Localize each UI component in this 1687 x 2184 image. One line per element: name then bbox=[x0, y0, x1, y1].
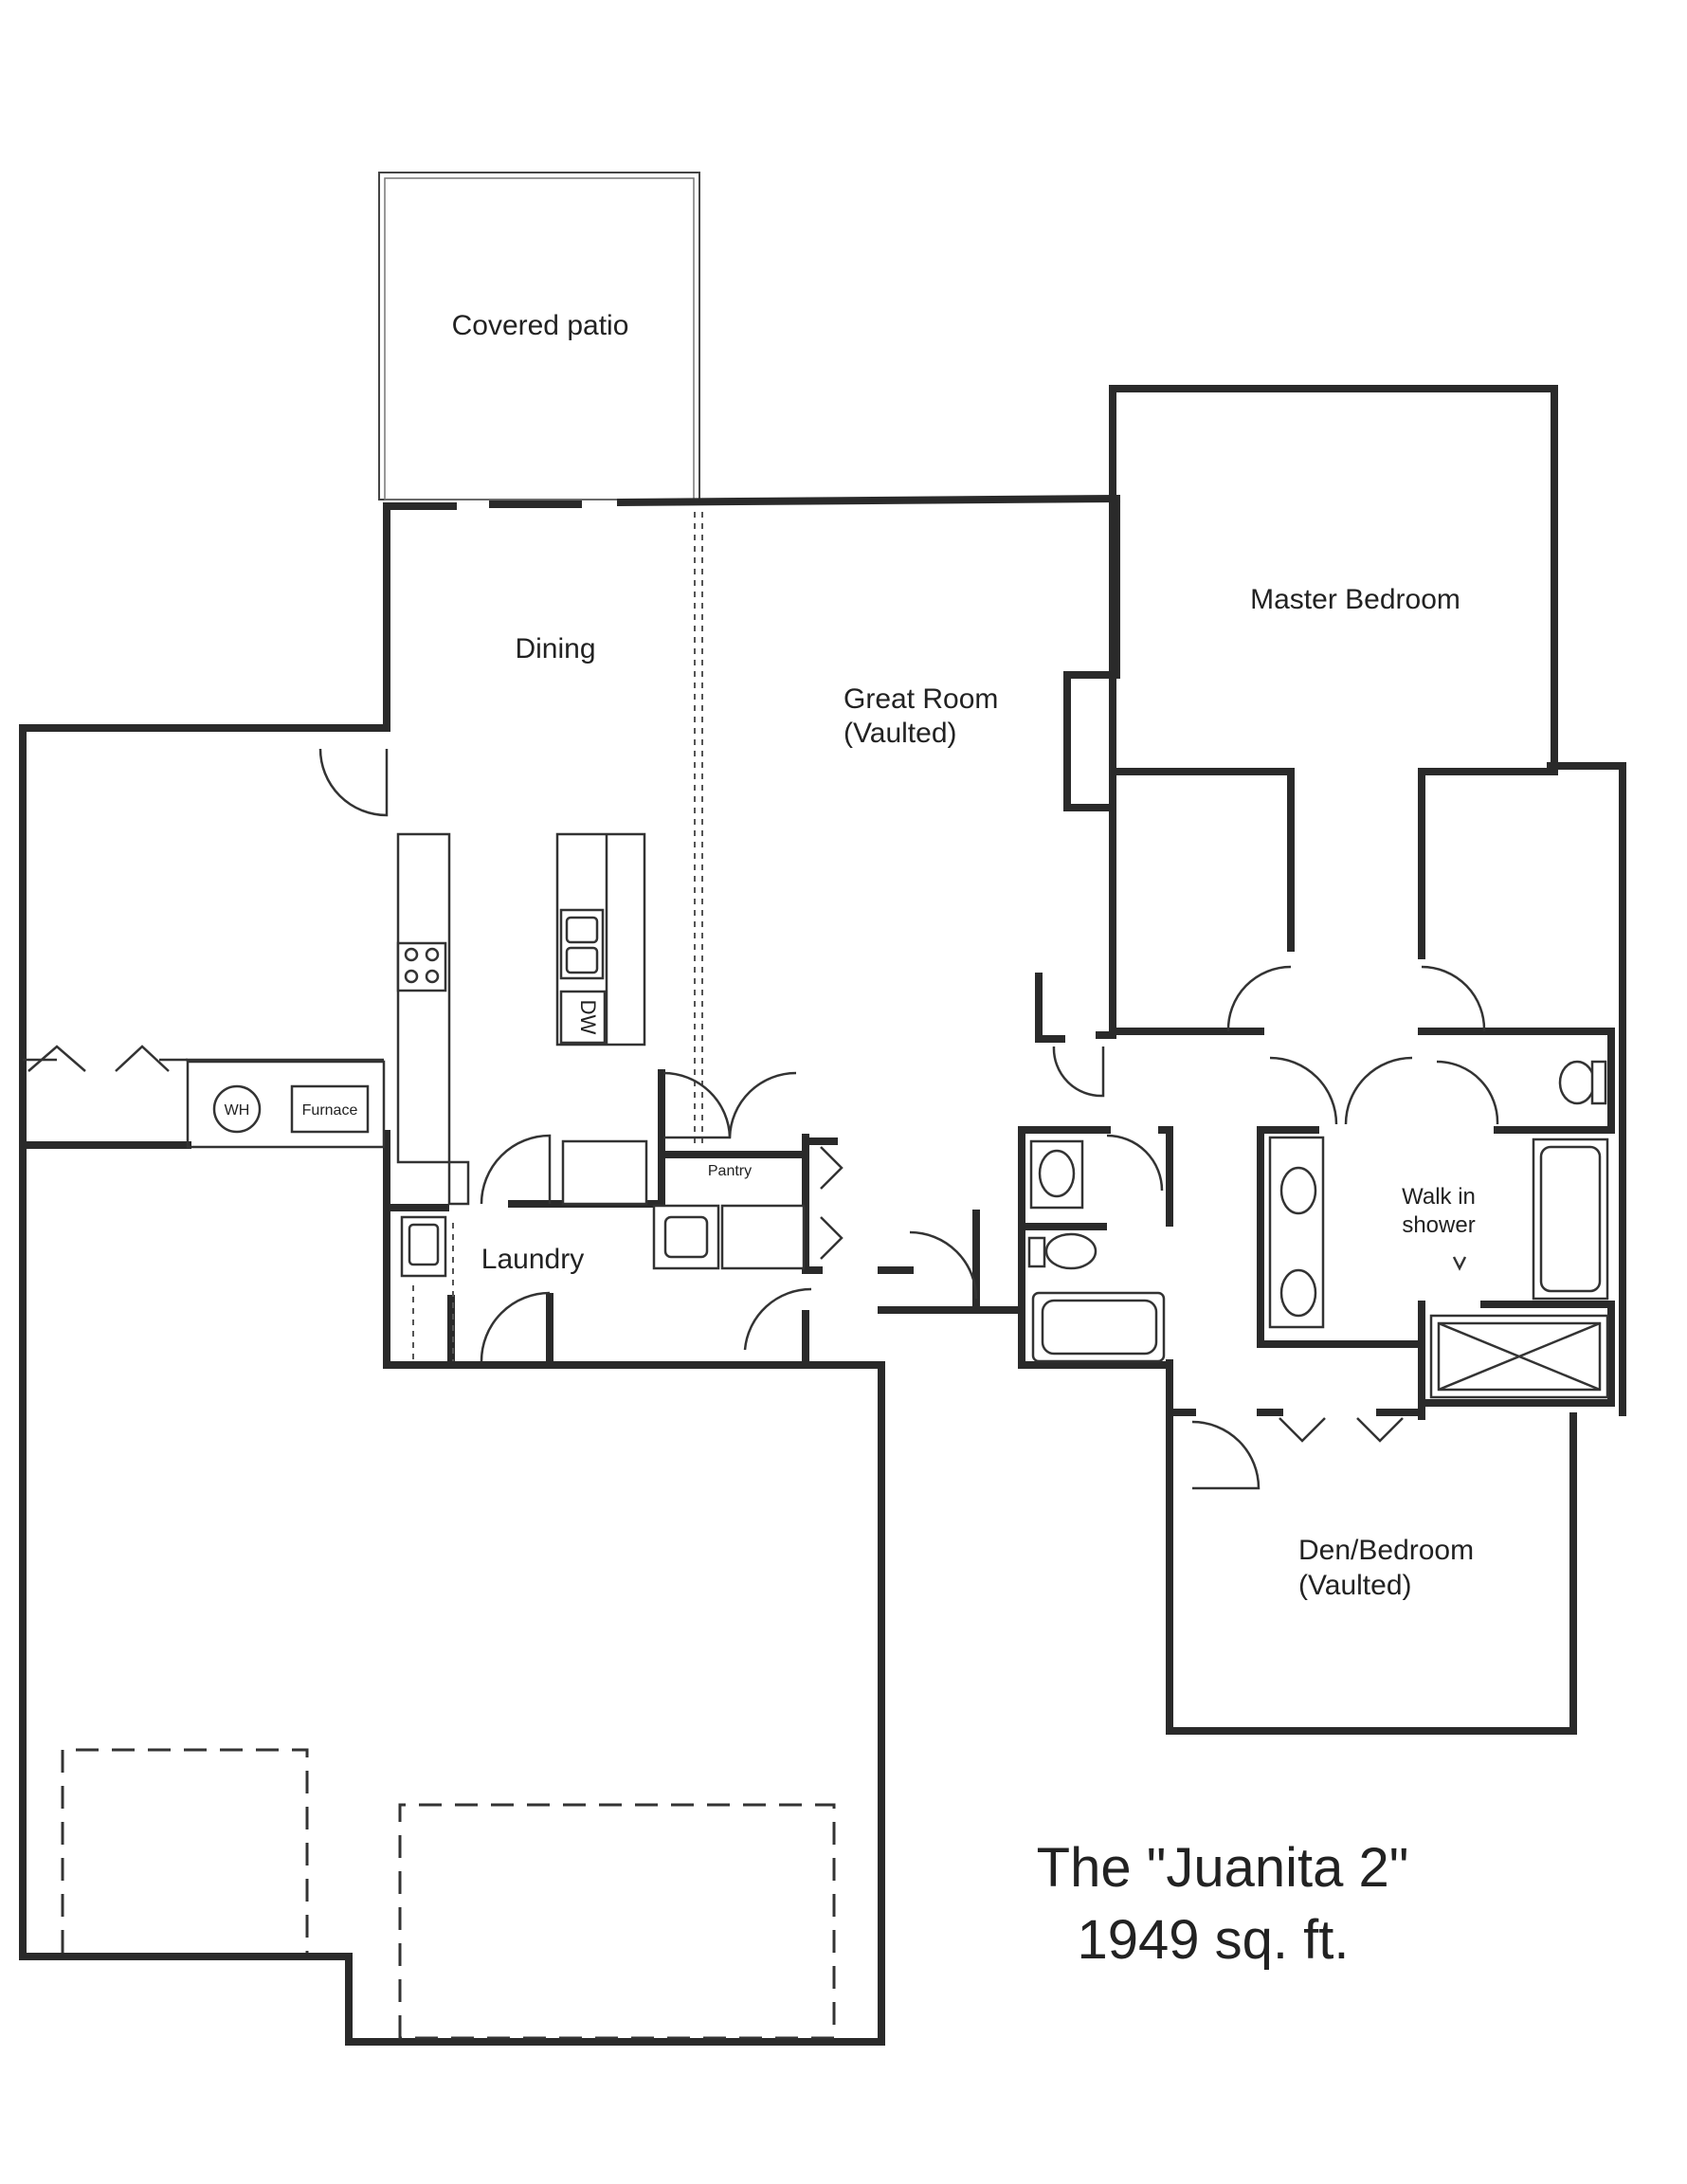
sink-icon bbox=[1279, 1268, 1317, 1318]
interior-walls bbox=[23, 671, 1615, 1420]
bathtub-icon bbox=[1031, 1291, 1166, 1363]
dishwasher bbox=[559, 990, 607, 1045]
label-shower: shower bbox=[1402, 1212, 1475, 1238]
label-great-room: Great Room bbox=[844, 683, 998, 715]
doors bbox=[318, 748, 1499, 1490]
toilet-icon bbox=[1044, 1232, 1097, 1270]
door-swing-icon bbox=[1106, 1134, 1164, 1192]
door-swing-icon bbox=[1279, 1417, 1326, 1443]
room-labels: Covered patio Dining Great Room (Vaulted… bbox=[452, 310, 1476, 1601]
hall-bath bbox=[1027, 1139, 1166, 1363]
label-master-bedroom: Master Bedroom bbox=[1250, 584, 1460, 615]
ceiling-line bbox=[694, 512, 703, 1147]
plan-title: The "Juanita 2" bbox=[1037, 1837, 1409, 1899]
label-den-bedroom: Den/Bedroom bbox=[1298, 1535, 1474, 1566]
door-swing-icon bbox=[1269, 1056, 1338, 1125]
label-laundry: Laundry bbox=[481, 1244, 584, 1275]
kitchen: DW bbox=[396, 832, 806, 1361]
door-swing-icon bbox=[909, 1230, 978, 1300]
label-den-note: (Vaulted) bbox=[1298, 1570, 1412, 1601]
door-swing-icon bbox=[480, 1134, 552, 1205]
door-swing-icon bbox=[1436, 1060, 1499, 1125]
garage-parking bbox=[61, 1748, 836, 2040]
mechanical-room: WH Furnace bbox=[27, 1045, 370, 1134]
door-swing-icon bbox=[820, 1146, 844, 1190]
label-dining: Dining bbox=[515, 633, 595, 664]
toilet-icon bbox=[1558, 1060, 1596, 1105]
exterior-walls bbox=[19, 385, 1626, 2046]
door-swing-icon bbox=[1226, 965, 1292, 1032]
door-swing-icon bbox=[1344, 1056, 1413, 1125]
water-heater bbox=[212, 1084, 262, 1134]
arrow-icon bbox=[1452, 1256, 1467, 1271]
stove-icon bbox=[396, 941, 447, 992]
covered-patio bbox=[378, 172, 700, 500]
water-heater-label: WH bbox=[225, 1102, 250, 1119]
door-swing-icon bbox=[743, 1287, 812, 1351]
sink-icon bbox=[1279, 1166, 1317, 1215]
bathtub-icon bbox=[1532, 1138, 1609, 1301]
door-swing-icon bbox=[820, 1216, 844, 1260]
door-swing-icon bbox=[480, 1291, 551, 1362]
door-swing-icon bbox=[1421, 965, 1486, 1032]
door-swing-icon bbox=[1052, 1046, 1105, 1098]
furnace-label: Furnace bbox=[302, 1102, 358, 1119]
label-walk-in: Walk in bbox=[1402, 1184, 1476, 1210]
plan-area: 1949 sq. ft. bbox=[1078, 1909, 1350, 1971]
label-great-room-note: (Vaulted) bbox=[844, 718, 957, 749]
master-bath bbox=[1268, 1060, 1609, 1399]
dishwasher-label: DW bbox=[576, 1000, 600, 1035]
label-covered-patio: Covered patio bbox=[452, 310, 629, 341]
door-swing-icon bbox=[662, 1071, 732, 1139]
furnace bbox=[290, 1084, 370, 1134]
door-swing-icon bbox=[27, 1045, 86, 1072]
door-swing-icon bbox=[1356, 1417, 1404, 1443]
door-swing-icon bbox=[1191, 1420, 1261, 1490]
dryer bbox=[720, 1204, 806, 1270]
door-swing-icon bbox=[728, 1071, 797, 1138]
door-swing-icon bbox=[318, 748, 389, 817]
door-swing-icon bbox=[115, 1045, 170, 1072]
plan-title-block: The "Juanita 2" 1949 sq. ft. bbox=[1037, 1837, 1409, 1971]
label-pantry: Pantry bbox=[708, 1163, 752, 1179]
